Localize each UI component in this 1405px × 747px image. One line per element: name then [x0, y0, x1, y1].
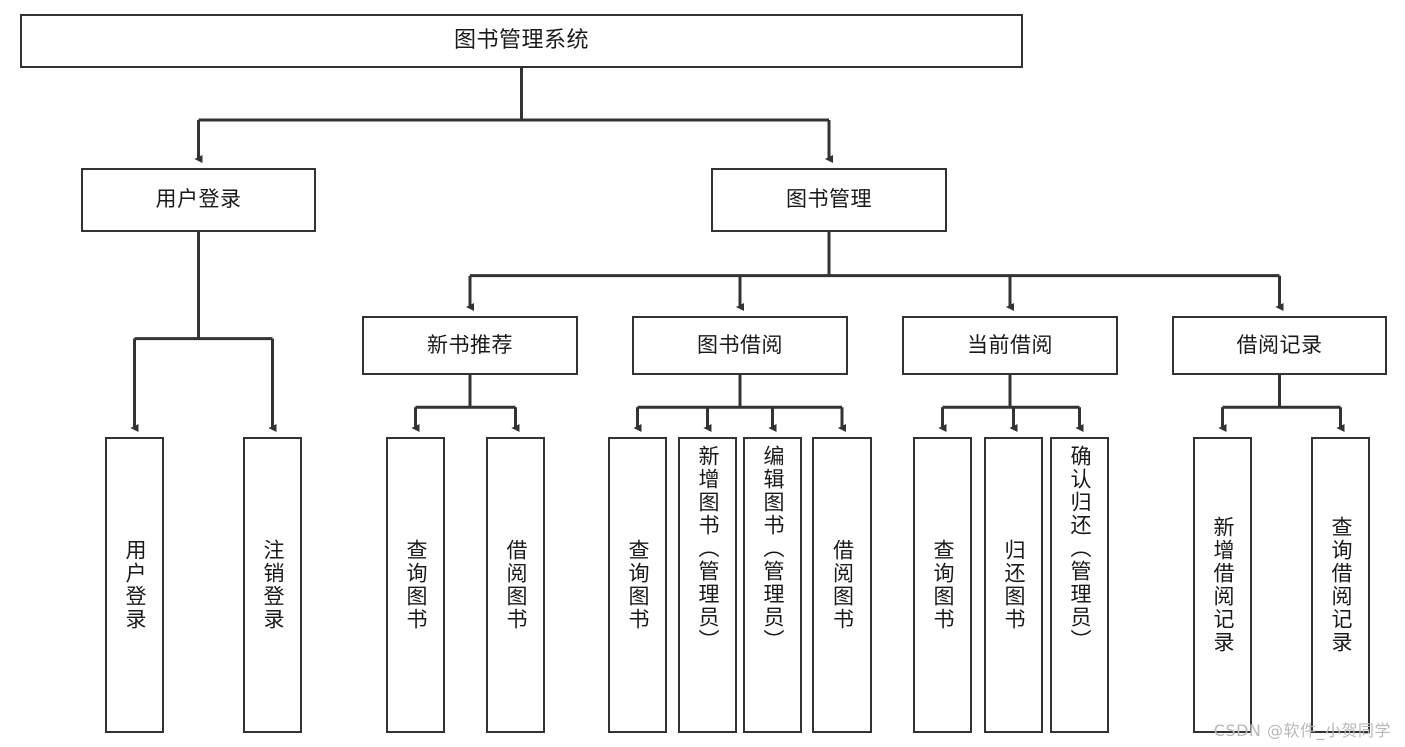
node-book-manage[interactable]: 图书管理 — [711, 168, 947, 232]
node-label: 新书推荐 — [427, 332, 513, 357]
node-book-borrow[interactable]: 图书借阅 — [632, 316, 848, 375]
node-label: 图书借阅 — [697, 332, 783, 357]
node-leaf-confirm-return-admin[interactable]: 确认归还（管理员） — [1050, 437, 1109, 733]
node-label: 确认归还（管理员） — [1068, 445, 1092, 652]
node-leaf-rec-borrow-book[interactable]: 借阅图书 — [486, 437, 545, 733]
node-leaf-add-borrow-record[interactable]: 新增借阅记录 — [1193, 437, 1252, 733]
node-leaf-user-login[interactable]: 用户登录 — [105, 437, 164, 733]
node-label: 用户登录 — [123, 539, 147, 631]
node-leaf-cur-query-book[interactable]: 查询图书 — [913, 437, 972, 733]
node-label: 图书管理系统 — [453, 27, 589, 53]
node-label: 查询图书 — [931, 539, 955, 631]
node-leaf-return-book[interactable]: 归还图书 — [984, 437, 1043, 733]
node-label: 当前借阅 — [967, 332, 1053, 357]
node-label: 查询图书 — [404, 539, 428, 631]
node-label: 编辑图书（管理员） — [761, 445, 785, 652]
node-root[interactable]: 图书管理系统 — [20, 14, 1023, 68]
node-leaf-add-book-admin[interactable]: 新增图书（管理员） — [678, 437, 737, 733]
node-leaf-rec-query-book[interactable]: 查询图书 — [386, 437, 445, 733]
node-label: 注销登录 — [261, 539, 285, 631]
node-label: 查询图书 — [626, 539, 650, 631]
node-borrow-record[interactable]: 借阅记录 — [1172, 316, 1387, 375]
node-label: 查询借阅记录 — [1329, 516, 1353, 654]
node-user-login[interactable]: 用户登录 — [81, 168, 316, 232]
node-current-borrow[interactable]: 当前借阅 — [902, 316, 1118, 375]
node-new-book-rec[interactable]: 新书推荐 — [362, 316, 578, 375]
node-leaf-borrow-query-book[interactable]: 查询图书 — [608, 437, 667, 733]
node-leaf-edit-book-admin[interactable]: 编辑图书（管理员） — [743, 437, 802, 733]
node-label: 归还图书 — [1002, 539, 1026, 631]
node-label: 新增图书（管理员） — [696, 445, 720, 652]
node-label: 新增借阅记录 — [1211, 516, 1235, 654]
node-label: 图书管理 — [786, 187, 872, 212]
node-leaf-logout[interactable]: 注销登录 — [243, 437, 302, 733]
node-label: 借阅记录 — [1236, 332, 1323, 357]
node-leaf-borrow-book[interactable]: 借阅图书 — [812, 437, 872, 733]
node-label: 用户登录 — [155, 187, 242, 212]
node-label: 借阅图书 — [830, 539, 855, 631]
node-label: 借阅图书 — [504, 539, 528, 631]
node-leaf-query-borrow-record[interactable]: 查询借阅记录 — [1311, 437, 1370, 733]
